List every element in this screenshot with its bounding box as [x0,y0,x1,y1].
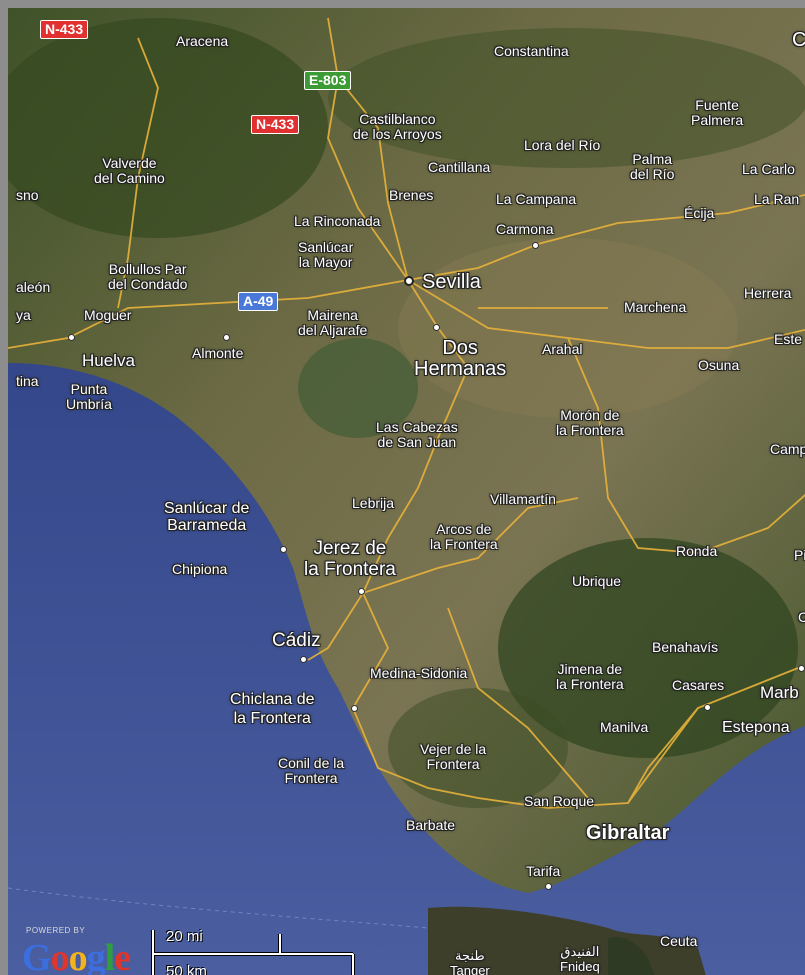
place-label-barbate[interactable]: Barbate [406,817,456,833]
logo-letter: g [86,937,106,975]
place-label-ronda[interactable]: Ronda [676,543,718,559]
place-label-cadiz[interactable]: Cádiz [272,630,321,651]
place-label-dos-hermanas[interactable]: Dos Hermanas [414,337,507,380]
highway-shield-n433: N-433 [251,115,300,134]
place-label-la-ran[interactable]: La Ran [754,191,800,207]
place-label-aracena[interactable]: Aracena [176,33,229,49]
logo-letter: l [104,937,116,975]
highway-shield-a49: A-49 [238,292,279,311]
place-label-ubrique[interactable]: Ubrique [572,573,622,589]
place-label-pi[interactable]: Pi [794,547,805,563]
place-label-lebrija[interactable]: Lebrija [352,495,395,511]
place-label-brenes[interactable]: Brenes [389,187,434,203]
place-dot-sanlucar[interactable] [280,546,287,553]
place-label-estepona[interactable]: Estepona [722,719,790,736]
logo-letter: o [68,937,88,975]
place-label-san-roque[interactable]: San Roque [524,793,595,809]
place-label-palma-del-rio[interactable]: Palma del Río [630,151,675,182]
place-label-sno[interactable]: sno [16,187,39,203]
scale-bar-lines [151,930,355,975]
place-label-camp[interactable]: Camp [770,441,805,457]
satellite-map[interactable]: N-433 E-803 N-433 A-49 Aracena Constanti… [8,8,805,975]
place-label-marb[interactable]: Marb [760,683,799,702]
place-label-ya[interactable]: ya [16,307,31,323]
highway-shield-e803: E-803 [304,71,352,90]
place-label-huelva[interactable]: Huelva [82,351,135,370]
highway-shield-n433-top: N-433 [40,20,89,39]
place-label-gibraltar[interactable]: Gibraltar [586,822,670,844]
place-label-bollullos[interactable]: Bollullos Par del Condado [108,261,188,292]
place-label-ceuta[interactable]: Ceuta [660,933,698,949]
place-label-mairena[interactable]: Mairena del Aljarafe [298,307,368,338]
place-label-moguer[interactable]: Moguer [84,307,132,323]
place-label-vejer[interactable]: Vejer de la Frontera [420,741,487,772]
place-label-este[interactable]: Este [774,331,803,347]
place-label-c-right[interactable]: C [798,610,805,625]
place-label-villamartin[interactable]: Villamartín [490,491,556,507]
place-dot-almonte[interactable] [223,334,230,341]
place-label-marchena[interactable]: Marchena [624,299,687,315]
place-label-almonte[interactable]: Almonte [192,345,244,361]
place-label-las-cabezas[interactable]: Las Cabezas de San Juan [376,419,458,450]
place-dot-cadiz[interactable] [300,656,307,663]
place-label-arcos[interactable]: Arcos de la Frontera [430,521,498,552]
place-label-jimena[interactable]: Jimena de la Frontera [556,661,624,692]
place-label-casares[interactable]: Casares [672,677,725,693]
place-label-manilva[interactable]: Manilva [600,719,649,735]
place-label-sanlucar-de-barrameda[interactable]: Sanlúcar de Barrameda [164,500,250,534]
place-label-benahavis[interactable]: Benahavís [652,639,719,655]
logo-letter: G [22,937,52,975]
place-label-la-campana[interactable]: La Campana [496,191,577,207]
place-label-cantillana[interactable]: Cantillana [428,159,491,175]
place-dot-estepona[interactable] [704,704,711,711]
place-dot-carmona[interactable] [532,242,539,249]
place-label-la-rinconada[interactable]: La Rinconada [294,213,381,229]
place-label-sevilla[interactable]: Sevilla [422,271,481,293]
powered-by-text: POWERED BY [26,926,86,935]
scale-label-km: 50 km [166,963,207,975]
place-label-constantina[interactable]: Constantina [494,43,569,59]
place-dot-chiclana[interactable] [351,705,358,712]
place-label-jerez[interactable]: Jerez de la Frontera [304,538,396,580]
place-label-co[interactable]: Co [792,30,805,51]
place-dot-jerez[interactable] [358,588,365,595]
logo-letter: e [114,937,131,975]
place-label-carmona[interactable]: Carmona [496,221,554,237]
place-dot-huelva[interactable] [68,334,75,341]
place-label-herrera[interactable]: Herrera [744,285,792,301]
place-label-valverde[interactable]: Valverde del Camino [94,155,165,186]
scale-bar: 20 mi 50 km [150,926,360,975]
place-label-lora-del-rio[interactable]: Lora del Río [524,137,601,153]
place-dot-ronda[interactable] [698,550,705,557]
place-label-chiclana[interactable]: Chiclana de la Frontera [230,691,315,727]
place-dot-tarifa[interactable] [545,883,552,890]
place-label-sanlucar-la-mayor[interactable]: Sanlúcar la Mayor [298,239,354,270]
place-dot-marbella[interactable] [798,665,805,672]
google-logo[interactable]: POWERED BY Google [22,926,147,975]
place-label-ecija[interactable]: Écija [684,205,715,221]
place-label-tarifa[interactable]: Tarifa [526,863,561,879]
place-label-medina-sidonia[interactable]: Medina-Sidonia [370,665,468,681]
place-label-conil[interactable]: Conil de la Frontera [278,755,345,786]
logo-letter: o [50,937,70,975]
place-label-tanger[interactable]: طنجة Tanger [450,948,490,975]
place-dot-sevilla[interactable] [404,276,414,286]
place-label-fnideq[interactable]: الفنيدق Fnideq [560,944,600,974]
place-label-osuna[interactable]: Osuna [698,357,740,373]
place-label-chipiona[interactable]: Chipiona [172,561,228,577]
place-label-castilblanco[interactable]: Castilblanco de los Arroyos [353,111,442,142]
google-wordmark: Google [22,936,131,975]
place-label-la-carlo[interactable]: La Carlo [742,161,795,177]
place-label-arahal[interactable]: Arahal [542,341,583,357]
place-label-moron[interactable]: Morón de la Frontera [556,407,624,438]
place-label-punta-umbria[interactable]: Punta Umbría [66,381,112,412]
map-imagery[interactable] [8,8,805,975]
place-label-aleon[interactable]: aleón [16,279,51,295]
place-label-tina[interactable]: tina [16,373,39,389]
place-label-fuente-palmera[interactable]: Fuente Palmera [691,97,744,128]
place-dot-dos-hermanas[interactable] [433,324,440,331]
scale-label-miles: 20 mi [166,928,203,945]
